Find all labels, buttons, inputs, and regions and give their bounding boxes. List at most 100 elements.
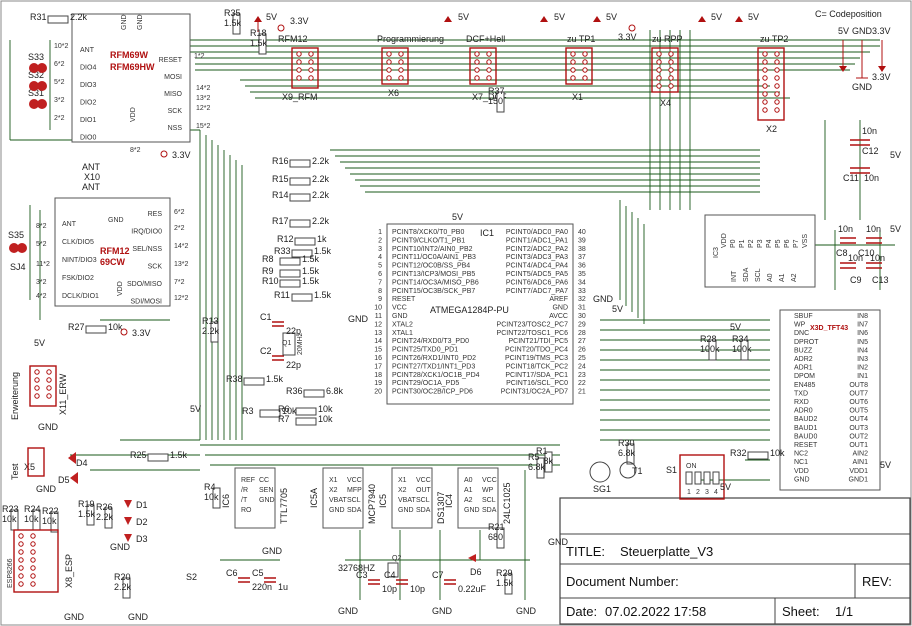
pin-label: A2 xyxy=(464,497,473,504)
header-x1-tp1: zu TP1 X1 xyxy=(565,34,595,102)
pin-number: 25 xyxy=(578,355,586,362)
svg-text:5V: 5V xyxy=(880,460,891,470)
pin-number: 33 xyxy=(578,288,586,295)
svg-text:5*2: 5*2 xyxy=(36,241,47,248)
svg-text:6*2: 6*2 xyxy=(54,61,65,68)
svg-text:R28: R28 xyxy=(700,334,717,344)
pin-number: 36 xyxy=(578,263,586,270)
pin-label: PCINT23/TOSC2_PC7 xyxy=(497,321,569,328)
rev-label: REV: xyxy=(862,574,892,589)
svg-text:S33: S33 xyxy=(28,52,44,62)
svg-text:R30: R30 xyxy=(618,438,635,448)
header-pin xyxy=(30,565,36,571)
pin-label: GND xyxy=(392,313,408,320)
svg-text:ESP8266: ESP8266 xyxy=(7,558,14,588)
svg-text:X10: X10 xyxy=(84,172,100,182)
svg-text:IC6: IC6 xyxy=(221,494,231,508)
header-pin xyxy=(774,99,780,105)
svg-text:14*2: 14*2 xyxy=(196,85,211,92)
pin-label: VBAT xyxy=(329,497,347,504)
pin-label: PCINT4/ADC4_PA4 xyxy=(506,263,568,270)
svg-text:1u: 1u xyxy=(278,582,288,592)
rfm12-module: RFM12 69CW GND VDD ANTCLK/DIO5NINT/DIO3F… xyxy=(54,197,171,307)
svg-text:R11: R11 xyxy=(274,290,290,300)
pin-label: BAUD1 xyxy=(794,425,817,432)
svg-text:SJ4: SJ4 xyxy=(10,262,26,272)
svg-text:GND: GND xyxy=(852,82,873,92)
svg-text:GND: GND xyxy=(36,484,57,494)
svg-text:ON: ON xyxy=(686,463,697,470)
svg-text:5V: 5V xyxy=(748,12,759,22)
svg-text:10k: 10k xyxy=(282,406,297,416)
pin-label: WP xyxy=(794,322,806,329)
vcc-5v-symbol: 5V xyxy=(540,12,565,22)
svg-text:R8: R8 xyxy=(262,254,274,264)
pin-label: ADR0 xyxy=(794,408,813,415)
svg-text:R3: R3 xyxy=(242,406,254,416)
pin-number: 14 xyxy=(374,338,382,345)
pin-number: 12 xyxy=(374,321,382,328)
pin-number: 21 xyxy=(578,389,586,396)
pin-label: SDI/MOSI xyxy=(130,299,162,306)
cap-c12: 10n C12 xyxy=(850,126,879,156)
pin-label: DCLK/DIO1 xyxy=(62,293,99,300)
pin-label: A0 xyxy=(464,477,473,484)
pin-label: OUT7 xyxy=(849,390,868,397)
pin-number: 31 xyxy=(578,305,586,312)
svg-text:13*2: 13*2 xyxy=(174,261,189,268)
svg-text:R5: R5 xyxy=(528,452,540,462)
svg-text:Programmierung: Programmierung xyxy=(377,34,444,44)
svg-text:1.5k: 1.5k xyxy=(266,374,284,384)
pin-label: INT xyxy=(731,270,738,282)
svg-text:C9: C9 xyxy=(850,275,862,285)
header-pin xyxy=(30,549,36,555)
pin-label: VDD xyxy=(721,233,728,248)
header-pin xyxy=(774,51,780,57)
pin-label: PCINT29/OC1A_PD5 xyxy=(392,380,459,387)
svg-text:3.3V: 3.3V xyxy=(618,32,637,42)
resistor-r1: R16.8k xyxy=(536,446,554,473)
svg-text:R31: R31 xyxy=(30,12,47,22)
svg-text:X9_RFM: X9_RFM xyxy=(282,92,318,102)
header-pin xyxy=(34,369,40,375)
cap-c11: C11 10n xyxy=(843,167,879,183)
pin-number: 16 xyxy=(374,355,382,362)
header-pin xyxy=(18,573,24,579)
codeposition-note: C= Codeposition xyxy=(815,9,882,19)
pin-label: PCINT0/ADC0_PA0 xyxy=(506,229,568,236)
pin-label: WP xyxy=(482,487,494,494)
svg-text:12*2: 12*2 xyxy=(174,295,189,302)
svg-text:R9: R9 xyxy=(262,266,274,276)
svg-text:R6: R6 xyxy=(278,404,290,414)
svg-text:X7_DCF: X7_DCF xyxy=(472,92,507,102)
vcc-5v-symbol: 5V xyxy=(735,12,759,22)
pin-label: DPROT xyxy=(794,339,819,346)
pin-label: RESET xyxy=(794,442,818,449)
pin-label: BAUD2 xyxy=(794,416,817,423)
svg-text:22p: 22p xyxy=(286,326,301,336)
svg-text:X1: X1 xyxy=(572,92,583,102)
svg-text:14*2: 14*2 xyxy=(174,243,189,250)
header-pin xyxy=(474,75,480,81)
pin-label: PCINT20/TDO_PC4 xyxy=(505,347,568,354)
pin-label: FSK/DIO2 xyxy=(62,275,94,282)
pin-label: OUT2 xyxy=(849,433,868,440)
title-value: Steuerplatte_V3 xyxy=(620,544,713,559)
pin-label: ANT xyxy=(62,221,77,228)
pin-label: IN1 xyxy=(857,373,868,380)
pin-label: PCINT22/TOSC1_PC6 xyxy=(497,330,569,337)
pin-label: AREF xyxy=(549,296,568,303)
svg-text:680: 680 xyxy=(488,532,503,542)
